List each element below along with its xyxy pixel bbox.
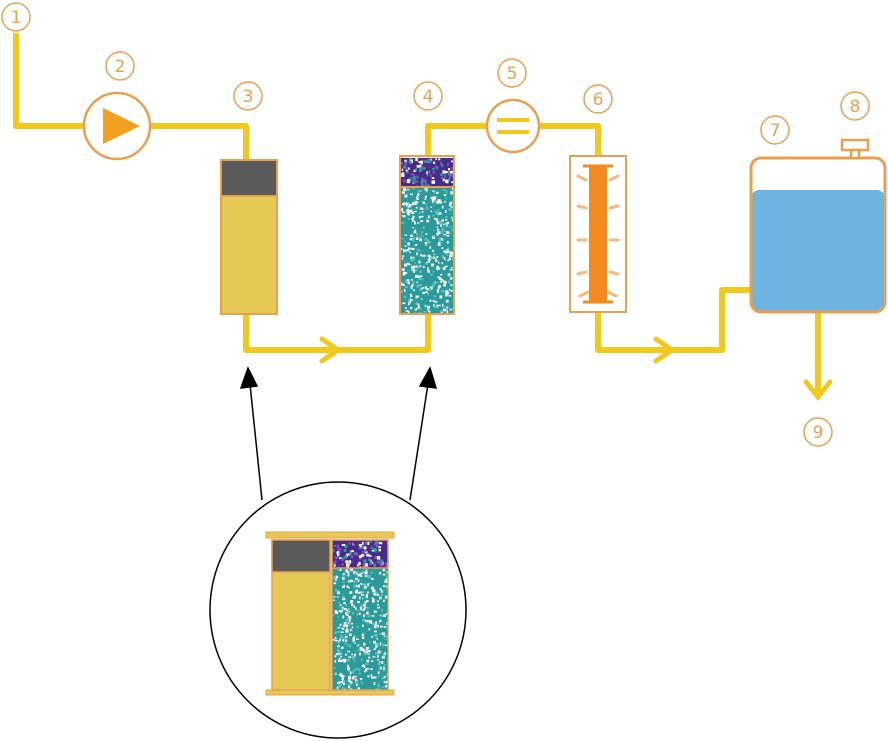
flow-arrows bbox=[319, 336, 833, 402]
label-8: 8 bbox=[840, 91, 870, 121]
tank-water bbox=[751, 190, 885, 311]
svg-text:4: 4 bbox=[423, 87, 434, 107]
tank-valve-icon bbox=[840, 138, 870, 160]
svg-text:9: 9 bbox=[813, 423, 824, 443]
cartridge-to-column-pipe bbox=[243, 314, 431, 353]
svg-text:5: 5 bbox=[507, 64, 518, 84]
pointer-arrowhead-column bbox=[418, 366, 438, 389]
flow-meter-housing bbox=[485, 98, 541, 154]
uv-sterilizer bbox=[569, 155, 627, 313]
pointer-arrowhead-cartridge bbox=[239, 366, 259, 389]
svg-text:6: 6 bbox=[593, 90, 604, 110]
svg-text:2: 2 bbox=[115, 57, 126, 77]
pump bbox=[82, 91, 152, 161]
svg-text:3: 3 bbox=[243, 87, 254, 107]
column-outline bbox=[399, 155, 455, 315]
zoom-teal-media bbox=[332, 568, 388, 690]
zoom-purple-media bbox=[332, 540, 388, 571]
label-5: 5 bbox=[497, 58, 527, 88]
outlet-arrowhead bbox=[803, 379, 833, 402]
purple-media-layer bbox=[400, 158, 454, 190]
label-1: 1 bbox=[1, 2, 31, 32]
uv-to-tank-pipe bbox=[595, 287, 752, 353]
pump-to-cartridge-pipe bbox=[150, 123, 249, 160]
zoom-column-outline bbox=[331, 539, 389, 691]
label-7: 7 bbox=[760, 115, 790, 145]
media-column bbox=[399, 155, 455, 315]
flowmeter-to-uv-pipe bbox=[540, 123, 601, 156]
pointer-to-cartridge bbox=[249, 383, 263, 501]
uv-lamp bbox=[589, 166, 607, 302]
zoom-callout-pointers bbox=[239, 366, 438, 501]
flow-meter bbox=[485, 98, 541, 154]
storage-tank bbox=[749, 156, 887, 314]
pointer-to-column bbox=[409, 383, 429, 501]
label-6: 6 bbox=[583, 84, 613, 114]
flow-meter-icon bbox=[497, 118, 529, 134]
flow-arrow-2 bbox=[653, 336, 677, 364]
label-9: 9 bbox=[803, 417, 833, 447]
svg-text:8: 8 bbox=[850, 97, 861, 117]
svg-text:7: 7 bbox=[770, 121, 781, 141]
teal-media-layer bbox=[400, 187, 454, 314]
label-2: 2 bbox=[105, 51, 135, 81]
sediment-cartridge bbox=[220, 159, 278, 315]
zoom-top-plate bbox=[265, 531, 395, 539]
cartridge-cap bbox=[220, 159, 278, 197]
column-to-flowmeter-pipe bbox=[425, 123, 486, 156]
labels: 1 2 3 4 5 6 7 8 9 bbox=[1, 2, 870, 447]
flow-arrow-1 bbox=[319, 336, 343, 364]
inlet-pipe bbox=[13, 33, 84, 129]
uv-rays bbox=[576, 174, 620, 298]
zoom-cartridge-cap bbox=[271, 539, 331, 573]
label-4: 4 bbox=[413, 81, 443, 111]
svg-text:1: 1 bbox=[11, 8, 22, 28]
label-3: 3 bbox=[233, 81, 263, 111]
pump-icon bbox=[103, 108, 140, 144]
zoom-callout bbox=[209, 481, 467, 739]
tank-body bbox=[749, 156, 887, 314]
